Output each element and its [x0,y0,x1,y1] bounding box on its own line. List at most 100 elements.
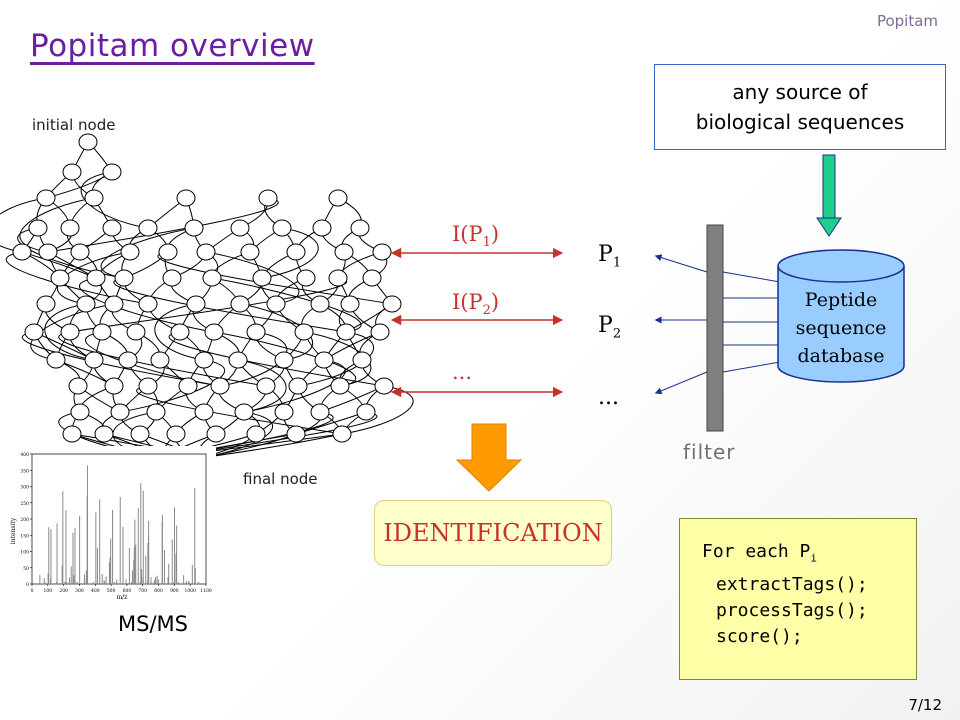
database-line-2: sequence [795,317,887,339]
graph-node [138,219,158,237]
spectrum-y-tick: 300 [20,485,29,491]
graph-node [240,243,260,261]
graph-node [230,219,250,237]
graph-node [178,377,198,395]
graph-edge [0,197,47,253]
graph-node [332,425,352,443]
graph-node [296,269,316,287]
graph-nodes [12,133,402,467]
graph-node [176,189,196,207]
graph-node [184,219,204,237]
graph-node [336,323,356,341]
graph-node [194,403,214,421]
source-box: any source of biological sequences [654,64,946,150]
graph-node [266,295,286,313]
graph-node [202,269,222,287]
graph-node [356,403,376,421]
spectrum-x-tick: 400 [91,588,100,594]
graph-node [310,403,330,421]
code-line-3: processTags(); [716,599,868,621]
graph-node [92,323,112,341]
graph-node [196,243,216,261]
orange-down-arrow [455,423,523,492]
source-line-1: any source of [732,80,868,104]
graph-node [234,403,254,421]
graph-edge [157,251,393,305]
graph-node [286,243,306,261]
spectrum-y-tick: 350 [20,468,29,474]
graph-node [150,351,170,369]
graph-node [350,219,370,237]
graph-node [286,425,306,443]
spectrum-y-tick: 100 [20,550,29,556]
peptide-label-3: ... [598,385,619,410]
graph-node [50,269,70,287]
graph-node [352,351,372,369]
spectrum-x-tick: 1000 [184,588,196,594]
graph-node [94,425,114,443]
graph-node [118,351,138,369]
spectrum-y-tick: 200 [20,517,29,523]
graph-node [310,295,330,313]
graph-node [104,377,124,395]
spectrum-x-axis-label: m/z [117,594,128,601]
graph-edge [243,359,346,413]
spectrum-x-tick: 100 [44,588,53,594]
graph-node [114,269,134,287]
graph-node [130,425,150,443]
graph-node [170,323,190,341]
spectrum-x-tick: 500 [107,588,116,594]
graph-node [62,163,82,181]
graph-node [110,403,130,421]
spectrum-x-tick: 700 [138,588,147,594]
graph-node [256,377,276,395]
peptide-label-1: P1 [598,242,622,271]
graph-node [340,295,360,313]
graph-node [104,295,124,313]
database-line-1: Peptide [804,289,878,311]
graph-node [70,243,90,261]
graph-node [102,163,122,181]
interpretation-label-2: I(P2) [452,290,500,319]
graph-node [274,403,294,421]
db-line-1 [722,271,781,283]
graph-node [272,219,292,237]
spectrum-y-tick: 400 [20,452,29,458]
filter-bar [706,224,724,432]
code-line-4: score(); [716,625,803,647]
graph-node [210,377,230,395]
graph-edge [154,303,205,361]
spectrum-x-tick: 600 [123,588,132,594]
graph-node [86,269,106,287]
graph-node [228,351,248,369]
db-line-5 [722,361,781,373]
graph-node [194,351,214,369]
spectrum-y-tick: 150 [20,533,29,539]
graph-edge [100,227,195,279]
graph-node [162,269,182,287]
graph-edge [237,359,287,413]
filter-label: filter [683,440,736,464]
spectrum-x-tick: 800 [154,588,163,594]
pseudocode-box: For each Pi extractTags(); processTags()… [679,518,917,680]
graph-node [102,219,122,237]
graph-node [28,219,48,237]
graph-edge [261,227,319,279]
graph-node [328,189,348,207]
interpretation-label-3: ... [452,360,473,384]
graph-node [206,425,226,443]
graph-node [36,189,56,207]
graph-node [370,323,390,341]
graph-node [12,243,32,261]
spectrum-x-tick: 1100 [200,588,212,594]
source-line-2: biological sequences [695,110,905,134]
graph-node [70,403,90,421]
final-node-label: final node [243,470,318,488]
graph-node [146,403,166,421]
graph-node [60,323,80,341]
page-title: Popitam overview [30,28,315,64]
spectrum-y-tick: 0 [26,582,29,588]
graph-node [204,323,224,341]
